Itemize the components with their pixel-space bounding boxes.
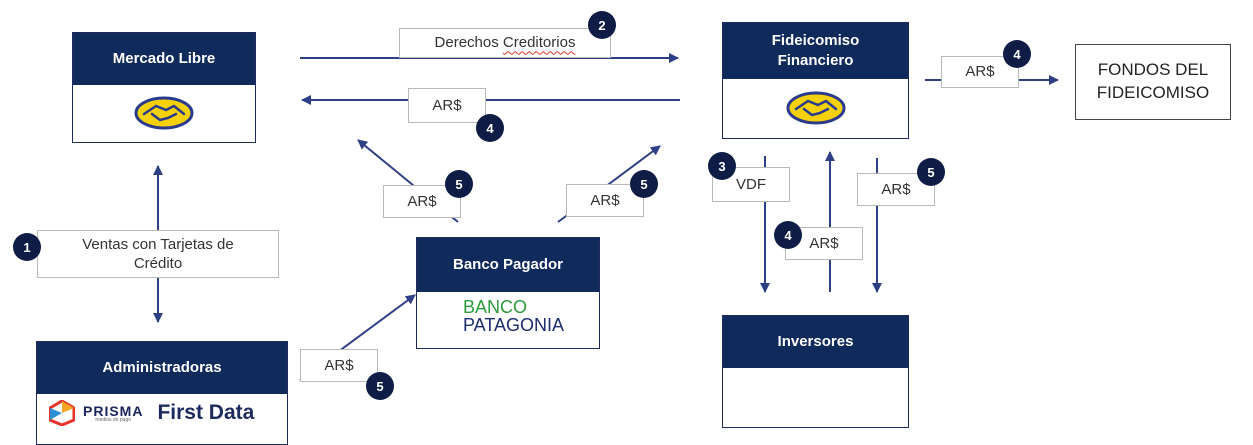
banco-patagonia-line1: BANCO (463, 297, 528, 317)
prisma-logo-icon (49, 400, 75, 426)
prisma-subtitle: medios de pago (95, 416, 132, 423)
label-ars-admin: AR$ (300, 349, 378, 382)
banco-patagonia-line2: PATAGONIA (463, 315, 565, 335)
banco-pagador-box: Banco Pagador BANCO PATAGONIA (416, 237, 600, 349)
banco-patagonia-logo: BANCO PATAGONIA (417, 292, 599, 334)
label-ars-to-mercado: AR$ (408, 88, 486, 123)
prisma-logo: PRISMA medios de pago (83, 404, 143, 423)
administradoras-box: Administradoras PRISMA medios de pago Fi… (36, 341, 288, 445)
step-badge-5-banco-left: 5 (445, 170, 473, 198)
step-badge-1: 1 (13, 233, 41, 261)
fideicomiso-box: Fideicomiso Financiero (722, 22, 909, 139)
inversores-box: Inversores (722, 315, 909, 428)
step-badge-5-admin: 5 (366, 372, 394, 400)
fondos-del-fideicomiso-box: FONDOS DEL FIDEICOMISO (1075, 44, 1231, 120)
step-badge-5-inversores: 5 (917, 158, 945, 186)
label-derechos-creditorios: Derechos Creditorios (399, 28, 611, 58)
step-badge-4-inversores: 4 (774, 221, 802, 249)
fideicomiso-title: Fideicomiso Financiero (723, 23, 908, 79)
handshake-icon (723, 79, 908, 137)
mercado-libre-title: Mercado Libre (73, 33, 255, 85)
mercado-libre-box: Mercado Libre (72, 32, 256, 143)
label-ventas-con-tarjetas: Ventas con Tarjetas de Crédito (37, 230, 279, 278)
administradoras-logos: PRISMA medios de pago First Data (37, 394, 287, 426)
label-creditorios: Creditorios (502, 34, 576, 52)
administradoras-title: Administradoras (37, 342, 287, 394)
banco-pagador-title: Banco Pagador (417, 238, 599, 292)
prisma-wordmark: PRISMA (83, 402, 144, 419)
label-derechos: Derechos (434, 34, 499, 52)
first-data-logo: First Data (157, 401, 255, 424)
step-badge-4-fondos: 4 (1003, 40, 1031, 68)
step-badge-5-banco-right: 5 (630, 170, 658, 198)
step-badge-3: 3 (708, 152, 736, 180)
handshake-icon (73, 85, 255, 141)
step-badge-4-mercado: 4 (476, 114, 504, 142)
inversores-title: Inversores (723, 316, 908, 368)
step-badge-2: 2 (588, 11, 616, 39)
